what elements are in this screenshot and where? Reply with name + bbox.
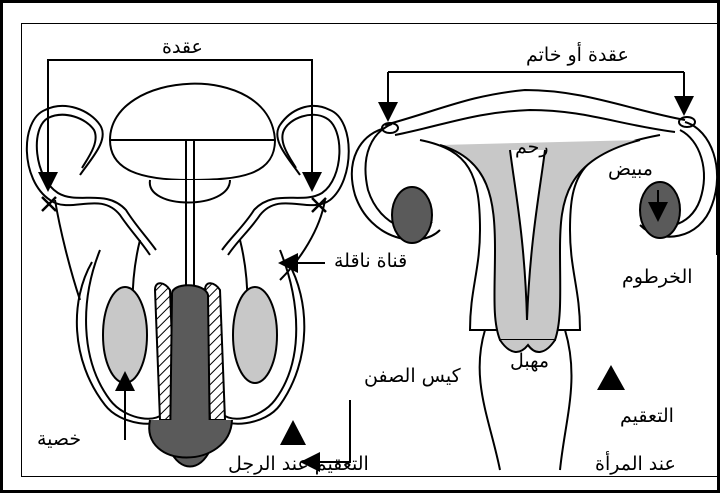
vas-deferens-label: قناة ناقلة [334, 250, 407, 272]
right-ovary [640, 182, 680, 238]
female-knot-label: عقدة أو خاتم [526, 44, 629, 66]
uterus-label: رحم [515, 136, 549, 158]
vagina [480, 330, 500, 470]
female-triangle-icon [597, 365, 625, 390]
ovary-label: مبيض [608, 158, 653, 180]
prostate [150, 180, 230, 203]
bladder [110, 84, 275, 180]
left-testis [103, 287, 147, 383]
female-caption-line2: عند المرأة [595, 453, 676, 475]
vagina-label: مهبل [510, 350, 549, 372]
female-caption-line1: التعقيم [620, 405, 674, 427]
scrotum-label: كيس الصفن [364, 365, 461, 387]
testis-label: خصية [37, 428, 81, 450]
male-knot-label: عقدة [162, 36, 203, 58]
male-anatomy [27, 60, 350, 467]
left-ovary [392, 187, 432, 243]
fimbria-label: الخرطوم [622, 266, 693, 288]
male-triangle-icon [280, 420, 306, 445]
right-testis [233, 287, 277, 383]
male-caption: التعقيم عند الرجل [228, 453, 369, 475]
